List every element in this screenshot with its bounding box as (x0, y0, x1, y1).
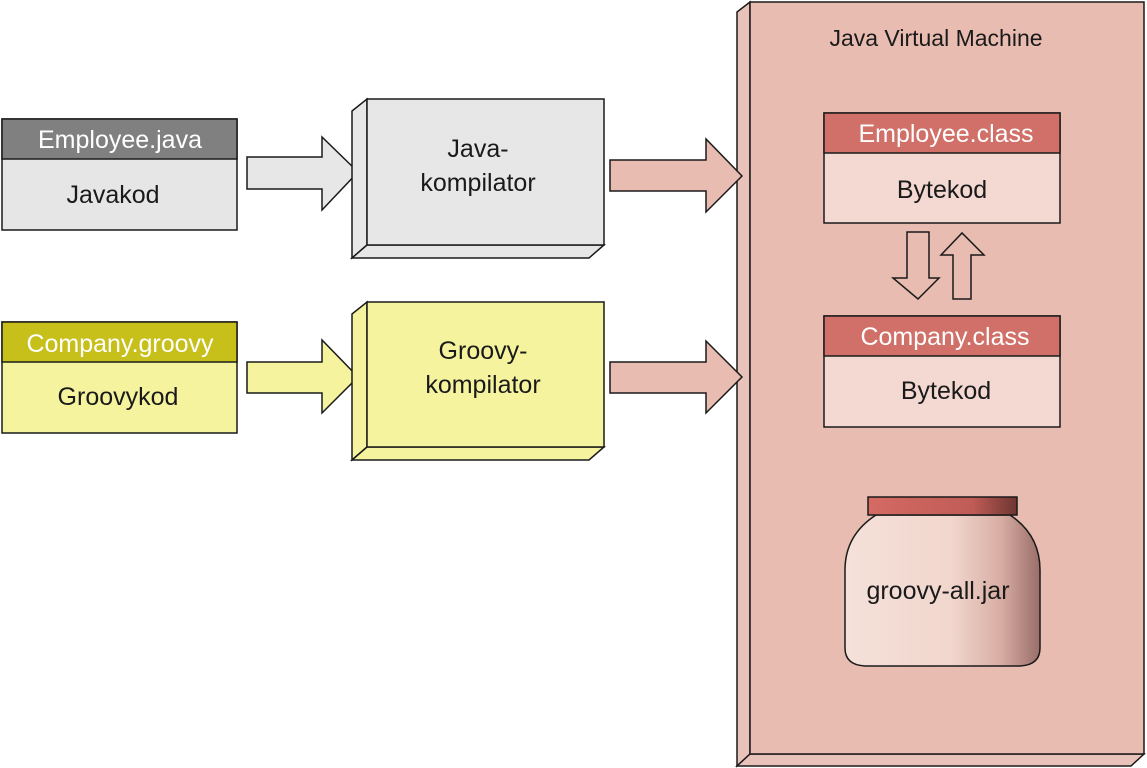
jar-body (844, 514, 1041, 667)
company-class-label: Bytekod (901, 377, 991, 405)
groovy-compiler-front (366, 301, 605, 448)
groovy-compiler-side (351, 300, 368, 462)
groovy-all-jar: groovy-all.jar (844, 496, 1041, 667)
groovy-source-label: Groovykod (58, 383, 179, 411)
java-compiler-bottom (349, 244, 607, 259)
java-source-filename: Employee.java (38, 126, 202, 154)
groovy-compiler-to-jvm-arrow (609, 339, 744, 415)
down-arrow-icon (890, 231, 941, 301)
employee-class-filename: Employee.class (858, 120, 1033, 148)
groovy-compiler-label-line2: kompilator (425, 371, 540, 399)
groovy-source-box: Company.groovy Groovykod (1, 321, 238, 434)
java-compiler-box: Java- kompilator (349, 97, 607, 260)
jvm-bottom-face (735, 753, 1146, 767)
java-compiler-label-line1: Java- (447, 135, 508, 163)
groovy-source-filename: Company.groovy (26, 330, 214, 358)
employee-class-header (823, 112, 1061, 154)
java-compiler-to-jvm-arrow (609, 137, 744, 214)
java-source-to-compiler-arrow (246, 135, 360, 212)
jar-label: groovy-all.jar (866, 577, 1009, 605)
groovy-compiler-bottom (349, 446, 607, 461)
employee-class-label: Bytekod (897, 176, 987, 204)
java-source-box: Employee.java Javakod (1, 118, 238, 231)
groovy-source-header (1, 321, 238, 363)
company-class-header (823, 315, 1061, 357)
company-class-box: Company.class Bytekod (823, 315, 1061, 428)
groovy-source-to-compiler-arrow (246, 338, 360, 415)
groovy-compiler-box: Groovy- kompilator (349, 300, 607, 462)
jvm-side-face (736, 0, 751, 768)
employee-class-box: Employee.class Bytekod (823, 112, 1061, 224)
java-source-label: Javakod (66, 181, 159, 209)
up-arrow-icon (939, 231, 986, 300)
java-compiler-label-line2: kompilator (420, 169, 535, 197)
jar-lid (867, 496, 1018, 516)
java-source-header (1, 118, 238, 160)
java-compiler-side (351, 97, 368, 260)
company-class-filename: Company.class (860, 323, 1029, 351)
java-compiler-front (366, 98, 605, 246)
groovy-compiler-label-line1: Groovy- (439, 337, 528, 365)
jvm-title: Java Virtual Machine (829, 25, 1042, 51)
